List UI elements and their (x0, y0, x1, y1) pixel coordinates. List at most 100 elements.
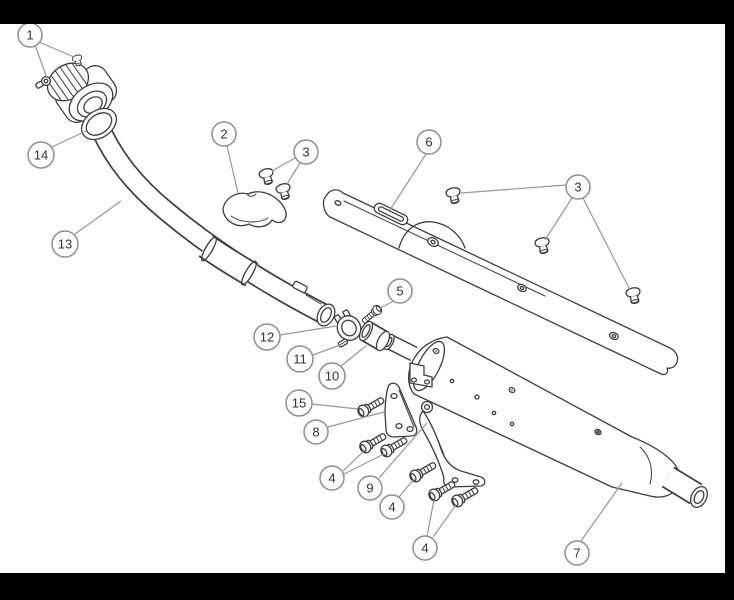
callout-part-13[interactable]: 13 (51, 230, 79, 258)
muffler-tip-opening (690, 485, 708, 509)
pipe-open-end (316, 303, 336, 327)
slip-joint-front-ring (200, 236, 218, 262)
leader-line-part-9 (378, 422, 428, 479)
leader-line-part-6 (389, 153, 427, 211)
callout-number: 8 (312, 425, 319, 440)
callout-bubble[interactable] (412, 535, 438, 561)
muffler-dome-crease (639, 446, 653, 485)
callout-bubble[interactable] (253, 323, 281, 351)
part-9-support-arm (419, 400, 486, 488)
callout-bubble[interactable] (379, 494, 405, 520)
heat-shield-screw-hole-1 (517, 283, 527, 293)
callout-part-10[interactable]: 10 (318, 362, 346, 390)
callout-number: 11 (293, 352, 307, 367)
slip-joint-body (199, 236, 258, 285)
leader-line-part-3 (271, 157, 296, 172)
callout-part-8[interactable]: 8 (303, 419, 329, 445)
callout-bubble[interactable] (565, 174, 591, 200)
leader-line-part-12 (279, 325, 337, 336)
leader-line-part-8 (327, 411, 385, 428)
leader-line-part-15 (311, 403, 359, 410)
header-pipe-body (93, 126, 327, 321)
leader-line-part-7 (580, 482, 623, 542)
callout-bubble[interactable] (319, 465, 345, 491)
heat-shield-front-hole (334, 200, 342, 206)
callout-bubble[interactable] (286, 345, 314, 373)
callout-part-12[interactable]: 12 (253, 323, 281, 351)
leader-line-part-4 (398, 478, 415, 498)
callout-number: 13 (58, 237, 72, 252)
callout-part-14[interactable]: 14 (27, 141, 55, 169)
callout-number: 7 (573, 546, 580, 561)
leader-line-part-3 (460, 184, 567, 194)
callout-part-4[interactable]: 4 (379, 494, 405, 520)
callout-part-4[interactable]: 4 (319, 465, 345, 491)
leader-line-part-4 (343, 453, 385, 475)
leader-line-part-2 (226, 145, 239, 194)
callout-part-9[interactable]: 9 (357, 475, 383, 501)
heat-shield-edge-line (343, 200, 546, 297)
callout-part-3[interactable]: 3 (293, 139, 319, 165)
heat-shield-dome-washer (427, 237, 439, 247)
leader-line-part-4 (426, 499, 435, 537)
callout-number: 10 (325, 369, 339, 384)
callout-number: 15 (292, 396, 306, 411)
part-10-connector-sleeve (358, 320, 391, 352)
part-14-gasket (80, 107, 118, 141)
leader-line-part-10 (340, 345, 367, 367)
callout-bubble[interactable] (318, 362, 346, 390)
muffler-front-rim (412, 340, 446, 392)
part-1-bolt (35, 75, 52, 89)
leader-line-part-13 (74, 200, 122, 235)
callout-part-2[interactable]: 2 (211, 121, 237, 147)
callout-part-15[interactable]: 15 (285, 389, 313, 417)
part-12-exhaust-clamp (333, 309, 362, 341)
part-13-header-pipe (91, 125, 336, 327)
muffler-bracket-plate (409, 362, 433, 388)
callout-number: 1 (26, 28, 33, 43)
callout-bubble[interactable] (293, 139, 319, 165)
leader-line-part-3 (286, 162, 301, 185)
callout-bubble[interactable] (211, 121, 237, 147)
callout-part-1[interactable]: 1 (17, 22, 43, 48)
callout-bubble[interactable] (303, 419, 329, 445)
callout-bubble[interactable] (357, 475, 383, 501)
callout-bubble[interactable] (564, 540, 590, 566)
callout-number: 12 (260, 330, 274, 345)
part-6-heat-shield (322, 189, 679, 376)
callout-bubble[interactable] (387, 278, 413, 304)
callout-bubble[interactable] (27, 141, 55, 169)
callout-part-6[interactable]: 6 (416, 129, 442, 155)
callout-number: 4 (421, 541, 428, 556)
muffler-rivets (432, 347, 602, 436)
callout-part-3[interactable]: 3 (565, 174, 591, 200)
heat-shield-screw-hole-2 (609, 331, 619, 341)
callout-number: 3 (302, 145, 309, 160)
leader-line-part-3 (544, 197, 573, 241)
callout-number: 4 (328, 471, 335, 486)
callout-bubble[interactable] (416, 129, 442, 155)
leader-line-part-14 (51, 130, 87, 148)
heat-shield-mount-dome (398, 221, 466, 249)
leader-line-part-3 (582, 197, 631, 291)
callout-part-7[interactable]: 7 (564, 540, 590, 566)
callout-bubble[interactable] (285, 389, 313, 417)
leader-line-part-11 (312, 344, 341, 356)
callout-part-11[interactable]: 11 (286, 345, 314, 373)
callout-number: 2 (220, 127, 227, 142)
letterbox-top-bar (0, 0, 734, 24)
leader-line-part-1 (34, 44, 48, 79)
callout-bubble[interactable] (51, 230, 79, 258)
leader-line-part-1 (38, 41, 75, 58)
muffler-body (408, 336, 681, 498)
callout-number: 9 (366, 481, 373, 496)
callout-number: 6 (425, 135, 432, 150)
part-7-muffler (383, 333, 708, 509)
callout-part-5[interactable]: 5 (387, 278, 413, 304)
callout-part-4[interactable]: 4 (412, 535, 438, 561)
callout-number: 14 (34, 148, 48, 163)
letterbox-right-bar (725, 0, 734, 600)
callout-number: 3 (574, 180, 581, 195)
